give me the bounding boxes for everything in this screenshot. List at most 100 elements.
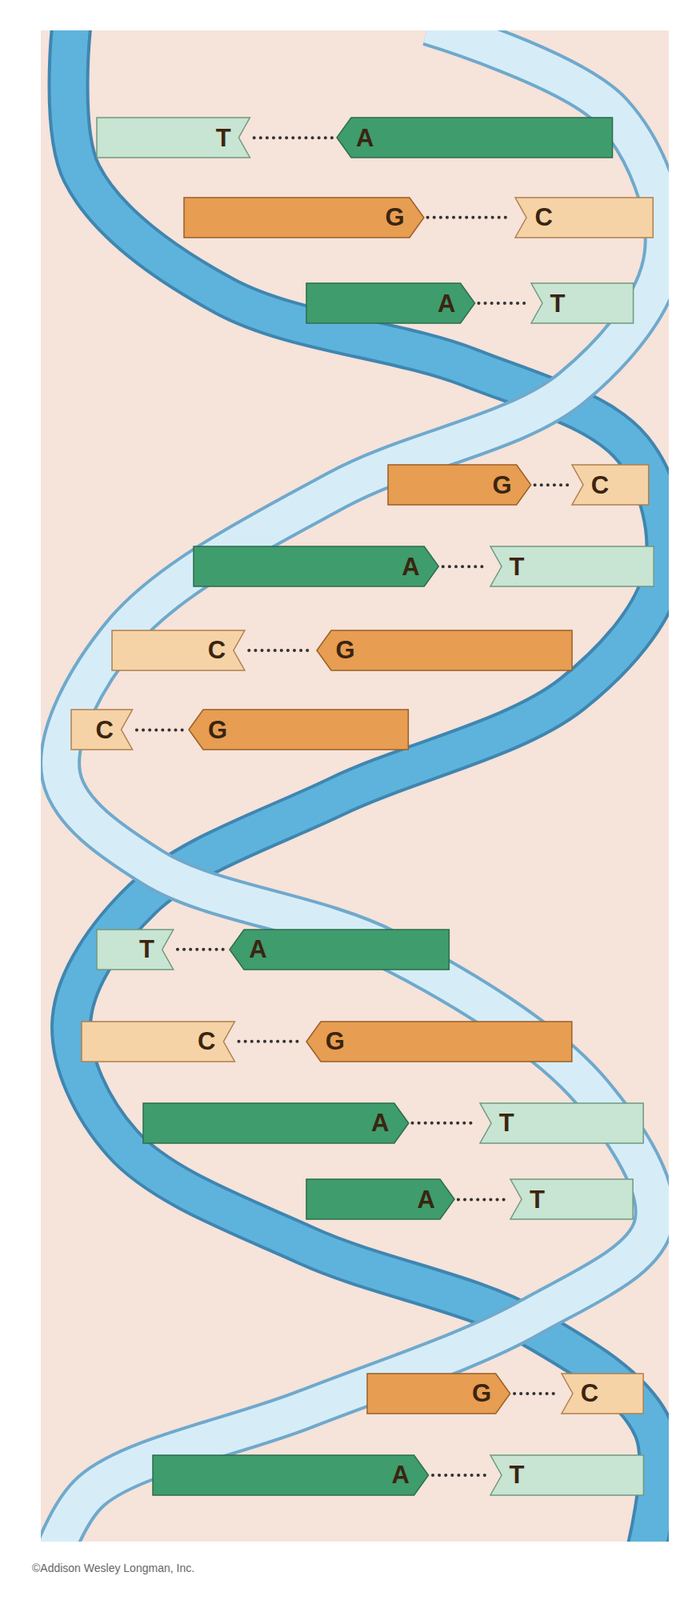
base-letter: G — [336, 637, 356, 663]
nucleotide-base: A — [306, 1179, 455, 1220]
base-letter: T — [529, 1187, 545, 1212]
base-shape — [81, 1021, 235, 1062]
nucleotide-base: G — [388, 464, 532, 505]
base-shape — [96, 117, 250, 158]
nucleotide-base: A — [229, 929, 449, 970]
base-shape — [112, 630, 245, 671]
hydrogen-bond — [458, 1197, 507, 1201]
base-letter: T — [216, 125, 232, 151]
base-letter: C — [580, 1380, 599, 1406]
base-letter: C — [591, 472, 609, 498]
base-shape — [572, 464, 649, 505]
base-shape — [367, 1373, 511, 1414]
nucleotide-base: C — [561, 1373, 644, 1414]
base-shape — [96, 929, 174, 970]
hydrogen-bond — [535, 483, 568, 487]
base-letter: T — [550, 291, 566, 316]
copyright-caption: ©Addison Wesley Longman, Inc. — [32, 1561, 195, 1575]
base-shape — [531, 283, 634, 324]
hydrogen-bond — [412, 1121, 476, 1125]
backbone-strand — [51, 30, 665, 1542]
nucleotide-base: A — [143, 1103, 409, 1144]
base-letter: C — [96, 717, 114, 743]
hydrogen-bond — [443, 564, 487, 568]
nucleotide-base: T — [96, 929, 174, 970]
base-shape — [306, 1179, 455, 1220]
nucleotide-base: T — [510, 1179, 633, 1220]
hydrogen-bond — [136, 728, 185, 732]
base-shape — [184, 197, 424, 238]
base-letter: C — [208, 637, 226, 663]
nucleotide-base: A — [306, 283, 476, 324]
base-letter: A — [356, 125, 374, 151]
base-shape — [152, 1455, 429, 1496]
base-letter: A — [401, 554, 420, 580]
nucleotide-base: C — [112, 630, 245, 671]
hydrogen-bond — [177, 948, 226, 952]
base-shape — [561, 1373, 644, 1414]
base-shape — [96, 929, 174, 970]
base-shape — [306, 283, 476, 324]
base-shape — [515, 197, 653, 238]
nucleotide-base: G — [188, 709, 408, 750]
base-shape — [510, 1179, 633, 1220]
base-shape — [572, 464, 649, 505]
base-letter: G — [384, 204, 404, 230]
base-letter: A — [248, 936, 267, 962]
nucleotide-base: G — [306, 1021, 572, 1062]
base-shape — [490, 1455, 644, 1496]
nucleotide-base: T — [480, 1103, 644, 1144]
backbone-strand — [51, 30, 665, 1542]
base-letter: A — [392, 1462, 410, 1488]
base-letter: A — [416, 1187, 435, 1212]
base-shape — [152, 1455, 429, 1496]
base-shape — [510, 1179, 633, 1220]
hydrogen-bond — [248, 648, 312, 652]
base-letter: T — [139, 936, 155, 962]
nucleotide-base: G — [367, 1373, 511, 1414]
base-shape — [188, 709, 408, 750]
hydrogen-bond — [514, 1392, 558, 1396]
base-letter: A — [371, 1110, 389, 1136]
base-letter: G — [208, 717, 228, 743]
nucleotide-base: C — [81, 1021, 235, 1062]
base-shape — [336, 117, 613, 158]
base-letter: T — [499, 1110, 515, 1136]
nucleotide-base: C — [515, 197, 653, 238]
hydrogen-bond — [254, 136, 333, 140]
nucleotide-base: A — [336, 117, 613, 158]
nucleotide-base: T — [490, 1455, 644, 1496]
base-shape — [480, 1103, 644, 1144]
nucleotide-base: A — [152, 1455, 429, 1496]
nucleotide-base: T — [531, 283, 634, 324]
base-letter: G — [325, 1028, 345, 1054]
base-shape — [143, 1103, 409, 1144]
nucleotide-base: T — [490, 546, 654, 587]
nucleotide-base: A — [193, 546, 439, 587]
base-letter: C — [197, 1028, 216, 1054]
base-shape — [306, 1021, 572, 1062]
hydrogen-bond — [238, 1040, 302, 1044]
nucleotide-base: T — [96, 117, 250, 158]
base-letter: T — [509, 554, 525, 580]
base-letter: G — [472, 1380, 492, 1406]
base-shape — [229, 929, 449, 970]
nucleotide-base: C — [572, 464, 649, 505]
base-shape — [388, 464, 532, 505]
hydrogen-bond — [478, 301, 527, 305]
base-shape — [336, 117, 613, 158]
base-shape — [193, 546, 439, 587]
base-shape — [71, 709, 133, 750]
base-letter: T — [509, 1462, 525, 1488]
base-shape — [306, 1021, 572, 1062]
nucleotide-base: G — [316, 630, 572, 671]
base-shape — [490, 546, 654, 587]
nucleotide-base: G — [184, 197, 424, 238]
base-letter: A — [437, 291, 456, 316]
base-letter: G — [492, 472, 512, 498]
base-letter: C — [534, 204, 552, 230]
base-shape — [143, 1103, 409, 1144]
